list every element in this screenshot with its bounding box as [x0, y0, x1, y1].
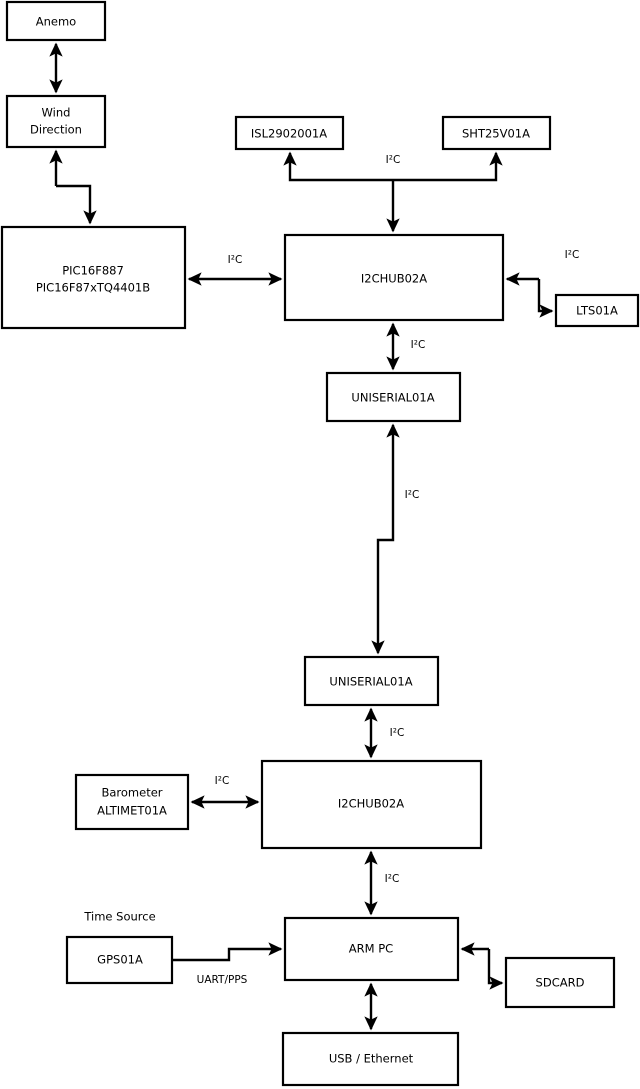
edge-label-i2c-top-bus: I²C — [386, 154, 401, 166]
node-lts01a[interactable]: LTS01A — [554, 293, 640, 328]
node-label-isl2902001a: ISL2902001A — [251, 127, 327, 141]
node-wind-direction[interactable]: Wind Direction — [5, 94, 107, 149]
node-label-i2chub02a-top: I2CHUB02A — [361, 272, 427, 286]
connector-hub-top-lts-out — [537, 279, 554, 318]
node-label-sdcard: SDCARD — [536, 976, 585, 990]
node-label-i2chub02a-bottom: I2CHUB02A — [338, 797, 404, 811]
node-box-arm-pc[interactable] — [283, 916, 460, 982]
node-box-sdcard[interactable] — [504, 956, 616, 1009]
node-box-pic-microcontroller[interactable] — [0, 225, 187, 330]
connector-wind-direction-pic-step — [56, 184, 97, 225]
node-anemo[interactable]: Anemo — [5, 0, 107, 42]
connections-layer — [49, 42, 554, 1031]
node-barometer-altimet01a[interactable]: Barometer ALTIMET01A — [74, 773, 190, 831]
node-uniserial01a-bottom[interactable]: UNISERIAL01A — [303, 655, 440, 707]
edge-label-i2c-hub-lts: I²C — [565, 249, 580, 261]
node-pic-microcontroller[interactable]: PIC16F887 PIC16F87xTQ4401B — [0, 225, 187, 330]
node-label-barometer-line1: Barometer — [101, 786, 162, 800]
edge-label-uart-pps: UART/PPS — [197, 974, 248, 986]
edge-label-i2c-hub-armpc: I²C — [385, 873, 400, 885]
node-uniserial01a-top[interactable]: UNISERIAL01A — [325, 371, 462, 423]
node-box-sht25v01a[interactable] — [441, 115, 552, 151]
connector-armpc-sdcard-out — [487, 949, 504, 990]
node-box-anemo[interactable] — [5, 0, 107, 42]
node-label-sht25v01a: SHT25V01A — [462, 127, 530, 141]
edge-label-i2c-pic-hub: I²C — [228, 254, 243, 266]
node-isl2902001a[interactable]: ISL2902001A — [234, 115, 345, 151]
node-box-uniserial01a-bottom[interactable] — [303, 655, 440, 707]
node-label-wind-direction-line1: Wind — [42, 106, 71, 120]
connector-bus-to-sht — [393, 151, 503, 182]
node-label-pic-line2: PIC16F87xTQ4401B — [36, 281, 150, 295]
node-box-uniserial01a-top[interactable] — [325, 371, 462, 423]
node-label-pic-line1: PIC16F887 — [62, 264, 124, 278]
node-box-lts01a[interactable] — [554, 293, 640, 328]
node-box-isl2902001a[interactable] — [234, 115, 345, 151]
node-label-uniserial01a-top: UNISERIAL01A — [351, 391, 434, 405]
node-sdcard[interactable]: SDCARD — [504, 956, 616, 1009]
node-arm-pc[interactable]: ARM PC — [283, 916, 460, 982]
node-label-wind-direction-line2: Direction — [30, 123, 82, 137]
edge-label-i2c-long-link: I²C — [405, 489, 420, 501]
node-gps01a[interactable]: GPS01A — [65, 935, 174, 985]
node-sht25v01a[interactable]: SHT25V01A — [441, 115, 552, 151]
node-i2chub02a-top[interactable]: I2CHUB02A — [283, 233, 505, 322]
node-i2chub02a-bottom[interactable]: I2CHUB02A — [260, 759, 483, 850]
node-box-i2chub02a-top[interactable] — [283, 233, 505, 322]
node-box-gps01a[interactable] — [65, 935, 174, 985]
node-label-arm-pc: ARM PC — [349, 942, 393, 956]
node-box-i2chub02a-bottom[interactable] — [260, 759, 483, 850]
edge-label-i2c-barometer-hub: I²C — [215, 775, 230, 787]
label-time-source: Time Source — [83, 910, 155, 924]
node-label-barometer-line2: ALTIMET01A — [97, 804, 167, 818]
node-label-anemo: Anemo — [36, 15, 76, 29]
connector-uniserial-long-link — [371, 423, 400, 655]
node-usb-ethernet[interactable]: USB / Ethernet — [281, 1031, 460, 1087]
edge-label-i2c-hub-uniserial: I²C — [411, 339, 426, 351]
node-box-barometer-altimet01a[interactable] — [74, 773, 190, 831]
labels-layer: I²C I²C I²C I²C I²C I²C I²C I²C UART/PPS… — [83, 154, 579, 986]
edge-label-i2c-uniserial-hub-bottom: I²C — [390, 727, 405, 739]
connector-bus-to-isl — [283, 151, 393, 182]
node-label-uniserial01a-bottom: UNISERIAL01A — [329, 675, 412, 689]
connector-gps-armpc — [172, 942, 283, 962]
node-label-gps01a: GPS01A — [97, 953, 143, 967]
node-label-usb-ethernet: USB / Ethernet — [329, 1052, 414, 1066]
node-label-lts01a: LTS01A — [576, 304, 618, 318]
node-box-usb-ethernet[interactable] — [281, 1031, 460, 1087]
node-box-wind-direction[interactable] — [5, 94, 107, 149]
